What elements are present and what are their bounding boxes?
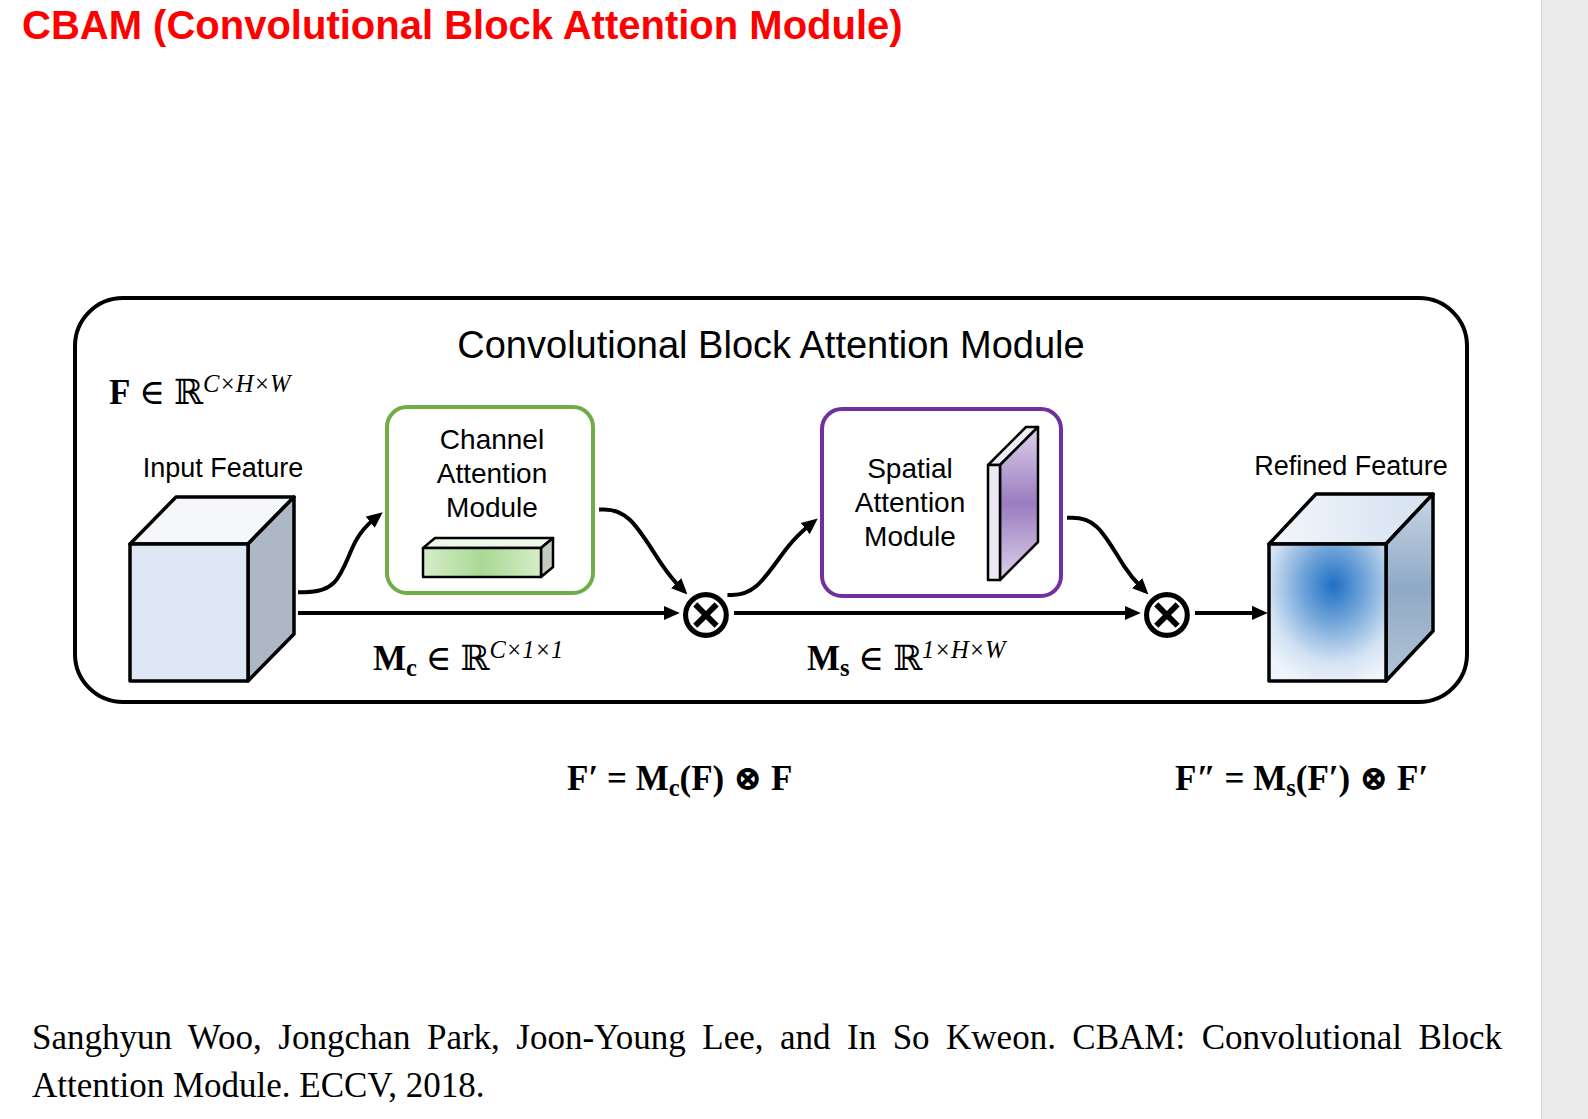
module-label: Channel Attention Module [417, 423, 567, 525]
text-run: F″ = M [1175, 759, 1286, 798]
text-run: ∈ ℝ [417, 639, 490, 678]
cube-front-face [130, 544, 248, 681]
cube-side-face [248, 497, 294, 681]
feature-label: Refined Feature [1254, 450, 1448, 482]
text-run: c [669, 774, 680, 801]
bar-top-face [423, 538, 553, 548]
flow-arrow [298, 515, 379, 592]
text-run: s [840, 654, 850, 681]
channel-attention-box: Channel Attention Module [385, 405, 595, 595]
reference-citation: Sanghyun Woo, Jongchan Park, Joon-Young … [32, 1014, 1502, 1110]
multiply-operator: ⊗ [681, 588, 731, 638]
text-run: c [406, 654, 417, 681]
frame-heading: Convolutional Block Attention Module [77, 324, 1465, 368]
cube-side-face [1386, 494, 1433, 681]
text-run: (F′) ⊗ F′ [1296, 759, 1429, 798]
attention-map-shape: Ms ∈ ℝ1×H×W [807, 638, 1006, 680]
tensor-shape: F ∈ ℝC×H×W [109, 372, 290, 414]
flow-arrow [599, 510, 684, 592]
plate-side-face [1000, 427, 1038, 580]
text-run: C×1×1 [489, 636, 563, 663]
attention-map-shape: Mc ∈ ℝC×1×1 [373, 638, 563, 680]
refined-feature-cube: Refined Feature [1269, 494, 1433, 681]
text-run: M [807, 639, 840, 678]
cube-front-face [1269, 544, 1386, 681]
flow-arrow [1067, 518, 1145, 591]
flow-arrow [1195, 611, 1263, 615]
flow-arrow [734, 611, 1136, 615]
text-run: F′ = M [567, 759, 669, 798]
feature-label: Input Feature [143, 452, 304, 484]
side-panel-edge [1541, 0, 1542, 1119]
input-cube-figure [130, 497, 294, 681]
text-run: s [1286, 774, 1296, 801]
text-run: M [373, 639, 406, 678]
flow-arrow [727, 522, 814, 595]
refined-cube-figure [1269, 494, 1433, 681]
slide-title: CBAM (Convolutional Block Attention Modu… [22, 2, 903, 48]
spatial-plate-figure [988, 427, 1038, 580]
bar-front-face [423, 548, 541, 577]
input-feature-cube: Input Feature [130, 496, 294, 681]
operator-symbol: ⊗ [677, 578, 736, 648]
text-run: (F) ⊗ F [680, 759, 793, 798]
edge-group [298, 510, 1263, 614]
equation: F′ = Mc(F) ⊗ F [567, 758, 792, 800]
channel-bar-figure [423, 538, 553, 577]
text-run: C×H×W [203, 370, 291, 397]
side-panel [1541, 0, 1588, 1119]
multiply-operator: ⊗ [1142, 588, 1192, 638]
text-run: ∈ ℝ [850, 639, 923, 678]
flow-arrow [298, 611, 675, 615]
bar-side-face [541, 538, 553, 577]
text-run: ∈ ℝ [130, 373, 203, 412]
spatial-attention-box: Spatial Attention Module [820, 407, 1063, 598]
text-run: F [109, 373, 130, 412]
module-frame: Input Feature Channel Attention Module ⊗ Sp… [73, 296, 1469, 704]
text-run: 1×H×W [922, 636, 1005, 663]
equation: F″ = Ms(F′) ⊗ F′ [1175, 758, 1428, 800]
plate-front-face [988, 465, 1000, 580]
module-label: Spatial Attention Module [836, 452, 984, 554]
operator-symbol: ⊗ [1138, 578, 1197, 648]
